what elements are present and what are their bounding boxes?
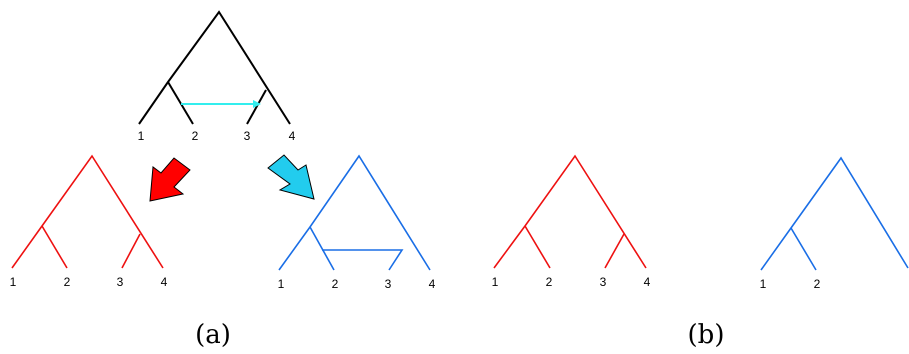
species-leaf-4: 4 <box>289 129 296 143</box>
blue-network-leaf-1: 1 <box>278 277 285 291</box>
red-tree-b-branch-2 <box>524 225 551 269</box>
red-tree-b-branch-3 <box>604 233 625 269</box>
transfer-edge-arrowhead <box>253 100 261 108</box>
red-tree-a-leaf-4: 4 <box>161 275 168 289</box>
blue-tree-b-branch-2 <box>790 227 817 271</box>
red-tree-a-leaf-2: 2 <box>64 275 71 289</box>
blue-tree-b-leaf-1: 1 <box>760 277 767 291</box>
red-tree-b-leaf-3: 3 <box>600 275 607 289</box>
red-tree-a-leaf-1: 1 <box>10 275 17 289</box>
red-tree-a-branch-2 <box>41 225 68 269</box>
panel-b-red-tree: 1 2 3 4 <box>492 154 651 289</box>
red-tree-b-leaf-1: 1 <box>492 275 499 289</box>
panel-label-b: (b) <box>688 320 725 350</box>
red-tree-b-leaf-2: 2 <box>546 275 553 289</box>
blue-tree-b-branches <box>760 156 909 271</box>
blue-network-reticulation <box>322 249 404 271</box>
blue-network-leaf-4: 4 <box>429 277 436 291</box>
red-tree-a-branches <box>11 154 164 269</box>
species-tree-branches <box>138 10 291 125</box>
species-tree: 1 2 3 4 <box>138 10 296 143</box>
red-tree-b-leaf-4: 4 <box>644 275 651 289</box>
blue-network-leaf-2: 2 <box>332 277 339 291</box>
red-arrow-icon <box>149 157 191 202</box>
red-tree-a-leaf-3: 3 <box>117 275 124 289</box>
blue-network-branch-2 <box>309 226 335 271</box>
species-leaf-3: 3 <box>244 129 251 143</box>
species-leaf-1: 1 <box>138 129 145 143</box>
cyan-arrow-icon <box>267 154 315 200</box>
red-tree-b-branches <box>493 154 647 269</box>
panel-b-blue-tree: 1 2 <box>760 156 909 291</box>
species-tree-branch-3 <box>246 89 267 125</box>
panel-a-blue-network: 1 2 3 4 <box>278 154 436 291</box>
blue-tree-b-leaf-2: 2 <box>814 277 821 291</box>
blue-network-branches <box>278 154 431 271</box>
panel-a-red-tree: 1 2 3 4 <box>10 154 168 289</box>
species-tree-branch-2 <box>167 81 194 125</box>
red-tree-a-branch-3 <box>121 233 141 269</box>
panel-label-a: (a) <box>195 320 231 350</box>
blue-network-leaf-3: 3 <box>385 277 392 291</box>
species-leaf-2: 2 <box>192 129 199 143</box>
